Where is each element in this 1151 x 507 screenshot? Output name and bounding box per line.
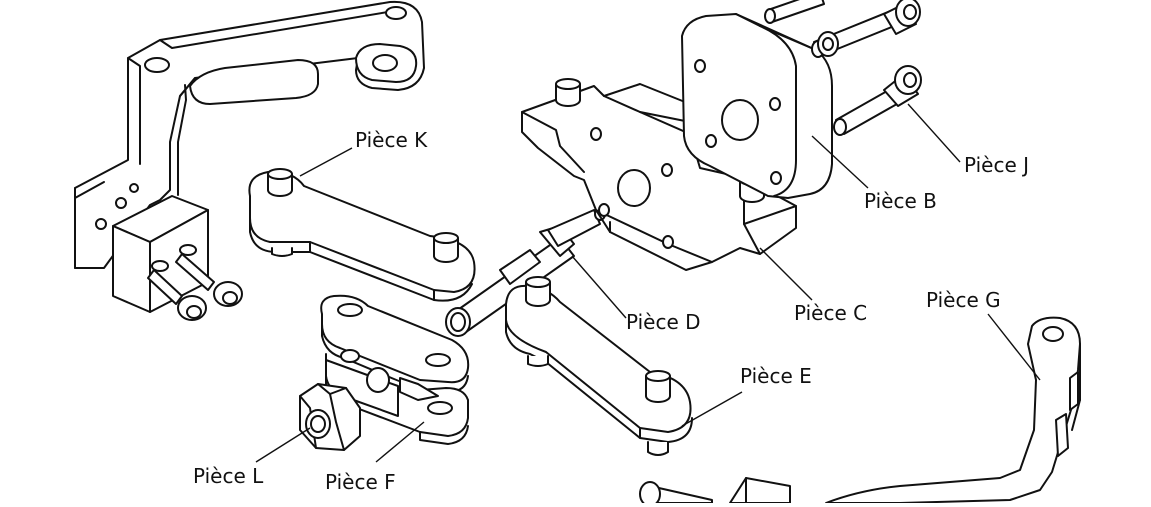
label-piece-b: Pièce B xyxy=(864,189,937,213)
piece-f-clevis xyxy=(320,294,470,445)
piece-j-screw-1 xyxy=(764,0,825,24)
leader-piece-j xyxy=(907,103,961,163)
leader-piece-k xyxy=(299,147,353,177)
bottom-partial-screw xyxy=(639,481,713,507)
leader-piece-g xyxy=(987,313,1041,381)
label-piece-f: Pièce F xyxy=(325,470,396,494)
label-piece-l: Pièce L xyxy=(193,464,264,488)
label-piece-c: Pièce C xyxy=(794,301,867,325)
piece-l-hex-nut xyxy=(299,383,361,451)
bottom-partial-block xyxy=(729,477,791,504)
leader-piece-f xyxy=(375,421,425,463)
piece-e-link-arm xyxy=(505,276,693,456)
piece-b-block xyxy=(681,13,833,199)
label-piece-k: Pièce K xyxy=(355,128,428,152)
label-piece-g: Pièce G xyxy=(926,288,1001,312)
piece-k-link-arm xyxy=(248,168,476,302)
upper-left-bracket xyxy=(74,0,425,269)
leader-piece-d xyxy=(571,255,627,319)
piece-j-washer xyxy=(817,31,839,57)
piece-c-plate xyxy=(521,78,797,271)
leader-piece-e xyxy=(681,391,743,427)
piece-g-arm xyxy=(825,316,1081,504)
label-piece-d: Pièce D xyxy=(626,310,701,334)
part-labels: Pièce K Pièce J Pièce B Pièce C Pièce D … xyxy=(193,128,1029,494)
leader-piece-l xyxy=(255,427,311,463)
label-piece-e: Pièce E xyxy=(740,364,812,388)
leader-piece-c xyxy=(759,247,813,301)
piece-j-screw-3 xyxy=(833,65,922,136)
leader-lines xyxy=(255,103,1041,463)
piece-d-shaft xyxy=(445,207,606,337)
leader-piece-b xyxy=(811,135,869,189)
clamp-screw-1 xyxy=(147,269,207,321)
label-piece-j: Pièce J xyxy=(964,153,1029,177)
clamp-screw-2 xyxy=(175,253,243,307)
